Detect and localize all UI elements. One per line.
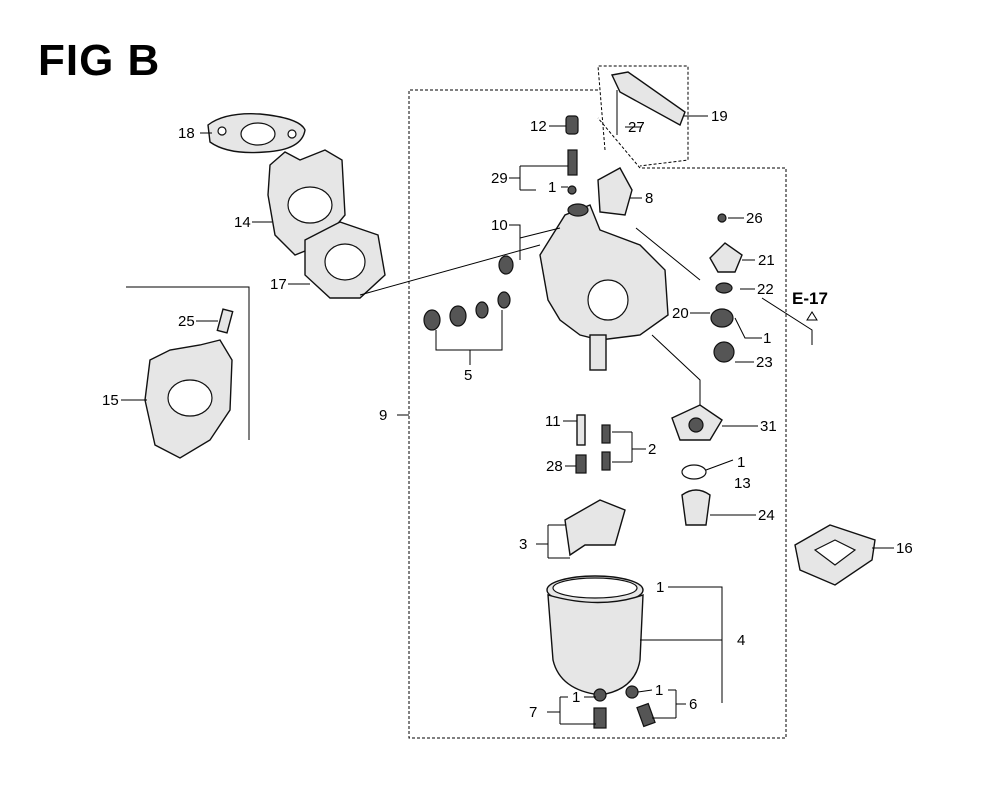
label-3: 3 xyxy=(519,536,527,553)
label-19: 19 xyxy=(711,108,728,125)
label-23: 23 xyxy=(756,354,773,371)
gasket-17 xyxy=(304,221,386,299)
label-12: 12 xyxy=(530,118,547,135)
jet-11 xyxy=(576,414,586,446)
label-4: 4 xyxy=(737,632,745,649)
label-6: 6 xyxy=(689,696,697,713)
label-26: 26 xyxy=(746,210,763,227)
carburetor-body xyxy=(539,203,669,371)
screw-26 xyxy=(717,213,727,223)
label-31: 31 xyxy=(760,418,777,435)
bolt-7 xyxy=(593,688,607,729)
label-27: 27 xyxy=(628,119,645,136)
spring-28 xyxy=(575,454,587,474)
float-bowl-4 xyxy=(546,575,644,696)
label-29: 29 xyxy=(491,170,508,187)
nut-23 xyxy=(713,341,735,363)
screw-10 xyxy=(498,255,514,275)
label-1d: 1 xyxy=(656,579,664,596)
gasket-16 xyxy=(794,524,876,586)
label-17: 17 xyxy=(270,276,287,293)
label-9: 9 xyxy=(379,407,387,424)
screw-29 xyxy=(567,149,578,195)
plug-24 xyxy=(681,489,711,526)
ring-22 xyxy=(715,282,733,294)
jets-2 xyxy=(601,424,611,471)
valve-31 xyxy=(671,404,723,441)
label-24: 24 xyxy=(758,507,775,524)
label-15: 15 xyxy=(102,392,119,409)
oring-13 xyxy=(681,464,707,480)
figure-title: FIG B xyxy=(38,36,161,85)
valve-20 xyxy=(710,308,734,328)
part19-boundary xyxy=(597,65,689,167)
label-1c: 1 xyxy=(737,454,745,471)
label-14: 14 xyxy=(234,214,251,231)
label-11: 11 xyxy=(545,413,561,430)
label-21: 21 xyxy=(758,252,775,269)
cap-21 xyxy=(709,242,743,273)
label-25: 25 xyxy=(178,313,195,330)
part15-frame xyxy=(126,286,250,440)
screw-set-5 xyxy=(423,291,511,331)
gasket-8 xyxy=(597,167,633,216)
label-1e: 1 xyxy=(572,689,580,706)
screw-12 xyxy=(565,115,579,135)
label-8: 8 xyxy=(645,190,653,207)
float-3 xyxy=(564,499,626,557)
label-22: 22 xyxy=(757,281,774,298)
label-5: 5 xyxy=(464,367,472,384)
label-1a: 1 xyxy=(548,179,556,196)
arm-19 xyxy=(610,71,686,135)
label-2: 2 xyxy=(648,441,656,458)
label-28: 28 xyxy=(546,458,563,475)
label-18: 18 xyxy=(178,125,195,142)
label-10: 10 xyxy=(491,217,508,234)
label-13: 13 xyxy=(734,475,751,492)
label-1f: 1 xyxy=(655,682,663,699)
label-7: 7 xyxy=(529,704,537,721)
label-16: 16 xyxy=(896,540,913,557)
label-1b: 1 xyxy=(763,330,771,347)
label-20: 20 xyxy=(672,305,689,322)
insulator-15 xyxy=(144,339,233,459)
assembly-boundary xyxy=(408,89,787,739)
page-ref-e17[interactable]: E-17 xyxy=(792,289,828,308)
pin-25 xyxy=(216,308,234,334)
leader-lines xyxy=(121,115,894,725)
gasket-18 xyxy=(207,113,306,154)
